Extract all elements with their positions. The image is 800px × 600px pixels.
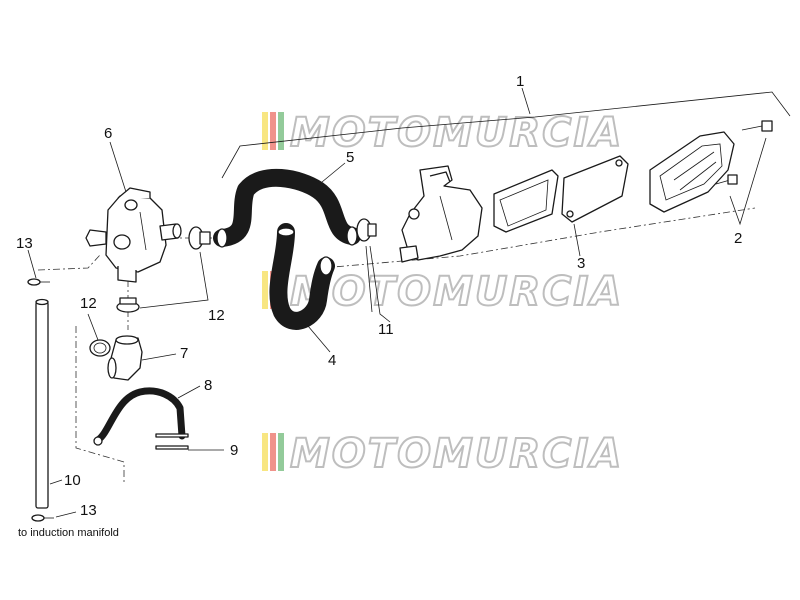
- leader-12-right: [139, 251, 209, 309]
- part-13-clip-top: [27, 278, 50, 286]
- part-9-washers: [155, 433, 189, 450]
- part-10-hose: [35, 298, 49, 509]
- callout-2: 2: [734, 230, 742, 247]
- watermark-bottom: MOTOMURCIA: [262, 430, 623, 478]
- part-2-screw-a: [741, 120, 773, 132]
- leader-3: [573, 223, 581, 257]
- clamp-12-lower: [116, 297, 140, 313]
- leader-12-left: [87, 313, 99, 341]
- part-6-valve: [85, 187, 182, 283]
- leader-13-top: [27, 249, 37, 279]
- callout-10: 10: [64, 472, 81, 489]
- callout-3: 3: [577, 255, 585, 272]
- axis-to-part-13: [37, 254, 101, 271]
- callout-12-left: 12: [80, 295, 97, 312]
- clamp-11-b: [319, 256, 333, 276]
- leader-10: [49, 479, 63, 485]
- callout-12-right: 12: [208, 307, 225, 324]
- leader-13-bottom: [55, 511, 77, 518]
- callout-13-bottom: 13: [80, 502, 97, 519]
- part-3-gasket-b: [561, 155, 629, 223]
- callout-11: 11: [378, 321, 394, 338]
- watermark-text: MOTOMURCIA: [290, 269, 623, 315]
- callout-7: 7: [180, 345, 188, 362]
- callout-13-top: 13: [16, 235, 33, 252]
- leader-2: [729, 137, 767, 226]
- watermark-middle: MOTOMURCIA: [262, 268, 623, 316]
- leader-4: [307, 325, 331, 353]
- leader-11b: [365, 245, 373, 313]
- part-2-screw-b: [715, 174, 738, 185]
- clamp-11-a: [356, 218, 377, 242]
- watermark-text: MOTOMURCIA: [290, 110, 623, 156]
- part-5-hose: [213, 168, 361, 248]
- clamp-12-upper: [188, 226, 211, 250]
- induction-manifold-note: to induction manifold: [18, 527, 119, 539]
- callout-9: 9: [230, 442, 238, 459]
- leader-8: [177, 385, 201, 399]
- clamp-12-left: [89, 339, 111, 357]
- part-1-cover: [649, 131, 735, 213]
- callout-4: 4: [328, 352, 336, 369]
- leader-5: [321, 162, 346, 183]
- axis-group-7-8: [75, 326, 125, 484]
- callout-5: 5: [346, 149, 354, 166]
- callout-1: 1: [516, 73, 524, 90]
- part-8-pipe: [93, 387, 186, 446]
- leader-1: [521, 87, 531, 115]
- part-reed-valve-body: [399, 165, 483, 263]
- watermark-text: MOTOMURCIA: [290, 431, 623, 477]
- watermark-top: MOTOMURCIA: [262, 109, 623, 157]
- leader-7: [141, 353, 177, 361]
- part-3-gasket-a: [493, 169, 559, 233]
- leader-11: [369, 245, 391, 323]
- assembly-bracket: [221, 91, 791, 179]
- leader-6: [109, 141, 127, 193]
- callout-6: 6: [104, 125, 112, 142]
- part-7-elbow: [107, 335, 143, 381]
- callout-8: 8: [204, 377, 212, 394]
- part-13-clip-bottom: [31, 514, 54, 522]
